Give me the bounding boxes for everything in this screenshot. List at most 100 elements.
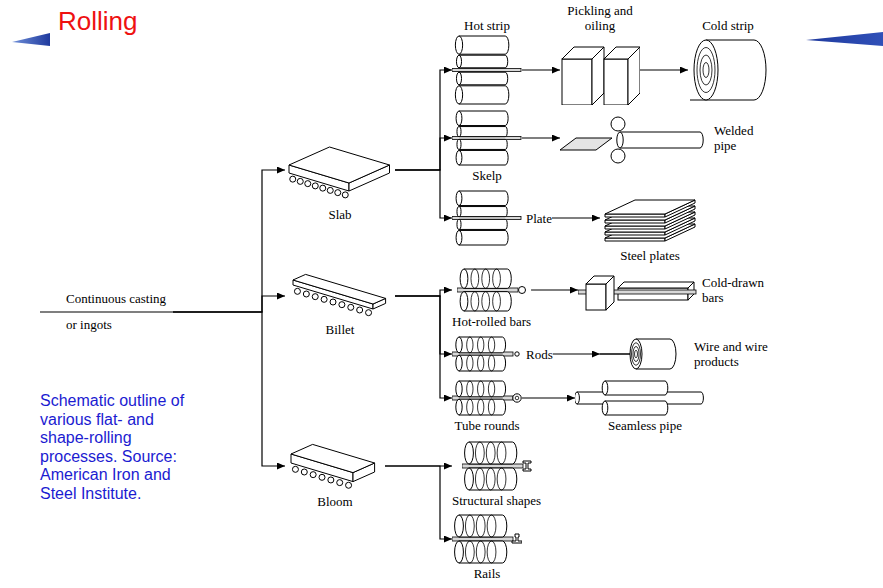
roll-groove [488, 381, 494, 397]
caption-text: Schematic outline of various flat- and s… [40, 392, 200, 503]
roller [305, 181, 311, 187]
roller [328, 477, 334, 483]
flow-arrow [173, 296, 285, 312]
roll-groove [488, 337, 494, 353]
flow-arrow [640, 69, 688, 70]
roll-groove [478, 337, 484, 353]
process-label: Welded pipe [714, 123, 764, 153]
roller [290, 176, 296, 182]
rail-profile [512, 534, 522, 543]
roll-groove [476, 541, 485, 563]
flow-arrow [395, 296, 452, 354]
grooved-roll [464, 269, 511, 288]
process-node: Slab [285, 135, 395, 222]
process-label: Steel plates [620, 248, 680, 263]
roll [456, 111, 462, 126]
coil-wrap [697, 48, 715, 93]
roller [335, 190, 341, 196]
process-illustration [600, 190, 700, 246]
grooved-roll [469, 468, 517, 490]
grooved-roll [459, 399, 506, 415]
process-node: Wire and wire products [600, 336, 779, 372]
bar-profile [518, 287, 525, 294]
roller [292, 466, 298, 472]
process-illustration [575, 380, 715, 416]
process-illustration [560, 110, 710, 166]
beam-profile [523, 461, 531, 471]
wire-wrap [633, 347, 639, 362]
roller [319, 474, 325, 480]
wire-coil [630, 339, 642, 369]
roll [459, 111, 508, 126]
roll [459, 86, 509, 104]
process-node: Plate [452, 190, 552, 246]
drawing-die [586, 284, 606, 310]
process-node: Cold strip [688, 18, 768, 105]
process-illustration [600, 336, 690, 372]
bar-profile [515, 396, 519, 400]
process-node: Hot-rolled bars [452, 268, 531, 329]
roller [342, 192, 348, 198]
roll [459, 127, 507, 137]
piercing-roll [602, 381, 608, 395]
grooved-roll [464, 468, 473, 490]
process-label: Cold-drawn bars [702, 275, 772, 305]
oiling-tank [604, 59, 628, 105]
slide-title: Rolling [58, 6, 138, 36]
roll-groove [486, 468, 495, 490]
tube [575, 392, 579, 404]
roll-groove [487, 515, 496, 537]
oiling-tank [628, 47, 640, 105]
roll-groove [478, 399, 484, 415]
process-illustration [285, 272, 395, 320]
header-bar [12, 33, 50, 46]
process-node: Rails [452, 514, 522, 581]
roller [366, 310, 372, 316]
feed-line [40, 311, 173, 312]
process-label: Billet [326, 322, 355, 337]
process-label: Wire and wire products [694, 339, 779, 369]
process-label: Plate [526, 211, 552, 226]
flow-arrow [552, 217, 600, 218]
bloom-shape [291, 444, 375, 472]
grooved-roll [459, 337, 506, 353]
process-node: Steel plates [600, 190, 700, 263]
roll-groove [465, 515, 474, 537]
roller [303, 291, 309, 297]
piercing-roll [605, 381, 668, 395]
bar-profile [513, 394, 521, 402]
pickling-tank [592, 47, 604, 105]
grooved-roll [469, 442, 517, 464]
flow-arrow [522, 69, 560, 70]
process-node: Pickling and oiling [560, 3, 640, 105]
process-illustration [462, 441, 532, 491]
process-node: Skelp [452, 110, 522, 183]
flow-arrow [395, 290, 452, 296]
slab-shape [289, 147, 390, 183]
coil-wrap [700, 55, 712, 85]
roll-groove [476, 515, 485, 537]
bar [452, 537, 513, 541]
process-illustration [452, 336, 522, 372]
process-illustration [560, 35, 640, 105]
roll [455, 86, 462, 104]
process-label: Structural shapes [452, 493, 541, 508]
roll-groove [492, 292, 500, 311]
roll-groove [475, 442, 484, 464]
pipe [620, 132, 703, 148]
process-node: Structural shapes [452, 441, 541, 508]
process-illustration [457, 268, 527, 312]
roll [457, 219, 461, 229]
grooved-roll [456, 381, 462, 397]
roll [459, 219, 507, 229]
flow-arrow [531, 289, 578, 290]
process-node: Cold-drawn bars [578, 268, 772, 312]
coil [694, 40, 718, 100]
roll [457, 139, 461, 149]
draw-bench [618, 282, 694, 288]
roll [456, 191, 462, 206]
grooved-roll [455, 541, 464, 563]
process-node: Seamless pipe [575, 380, 715, 433]
roll-groove [497, 442, 506, 464]
grooved-roll [459, 541, 507, 563]
